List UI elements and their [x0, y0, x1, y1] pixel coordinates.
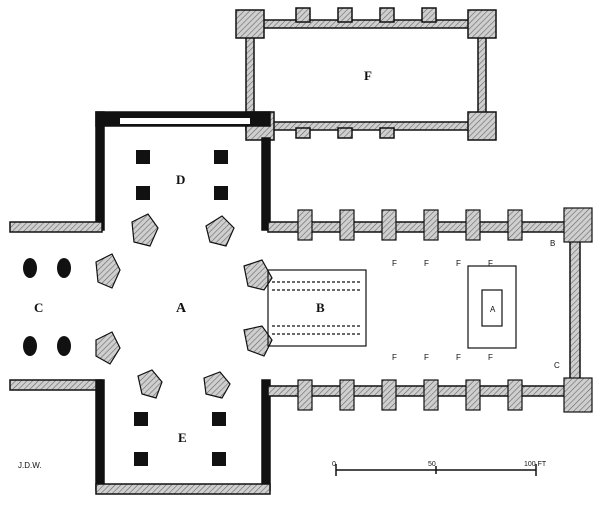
f-mark: F [392, 353, 397, 362]
f-mark: F [488, 353, 493, 362]
label-f: F [364, 68, 372, 83]
nave-buttresses [297, 207, 593, 413]
small-c-label: C [554, 361, 560, 370]
label-c: C [34, 300, 43, 315]
altar-label: A [490, 305, 496, 314]
f-mark: F [392, 259, 397, 268]
scale-end: 100 FT [524, 461, 547, 468]
scale-bar [335, 464, 537, 476]
f-mark: F [488, 259, 493, 268]
label-d: D [176, 172, 185, 187]
column-piers [23, 150, 228, 466]
label-a: A [176, 301, 187, 316]
f-mark: F [424, 259, 429, 268]
crossing-piers [95, 213, 273, 399]
small-b-label: B [550, 239, 555, 248]
f-mark: F [456, 353, 461, 362]
f-mark: F [424, 353, 429, 362]
scale-start: 0 [332, 461, 336, 468]
crossing-walls [9, 111, 581, 495]
f-mark: F [456, 259, 461, 268]
choir-stalls [267, 265, 517, 349]
label-e: E [178, 430, 187, 445]
label-b: B [316, 300, 325, 315]
scale-mid: 50 [428, 461, 436, 468]
signature: J.D.W. [18, 461, 42, 470]
